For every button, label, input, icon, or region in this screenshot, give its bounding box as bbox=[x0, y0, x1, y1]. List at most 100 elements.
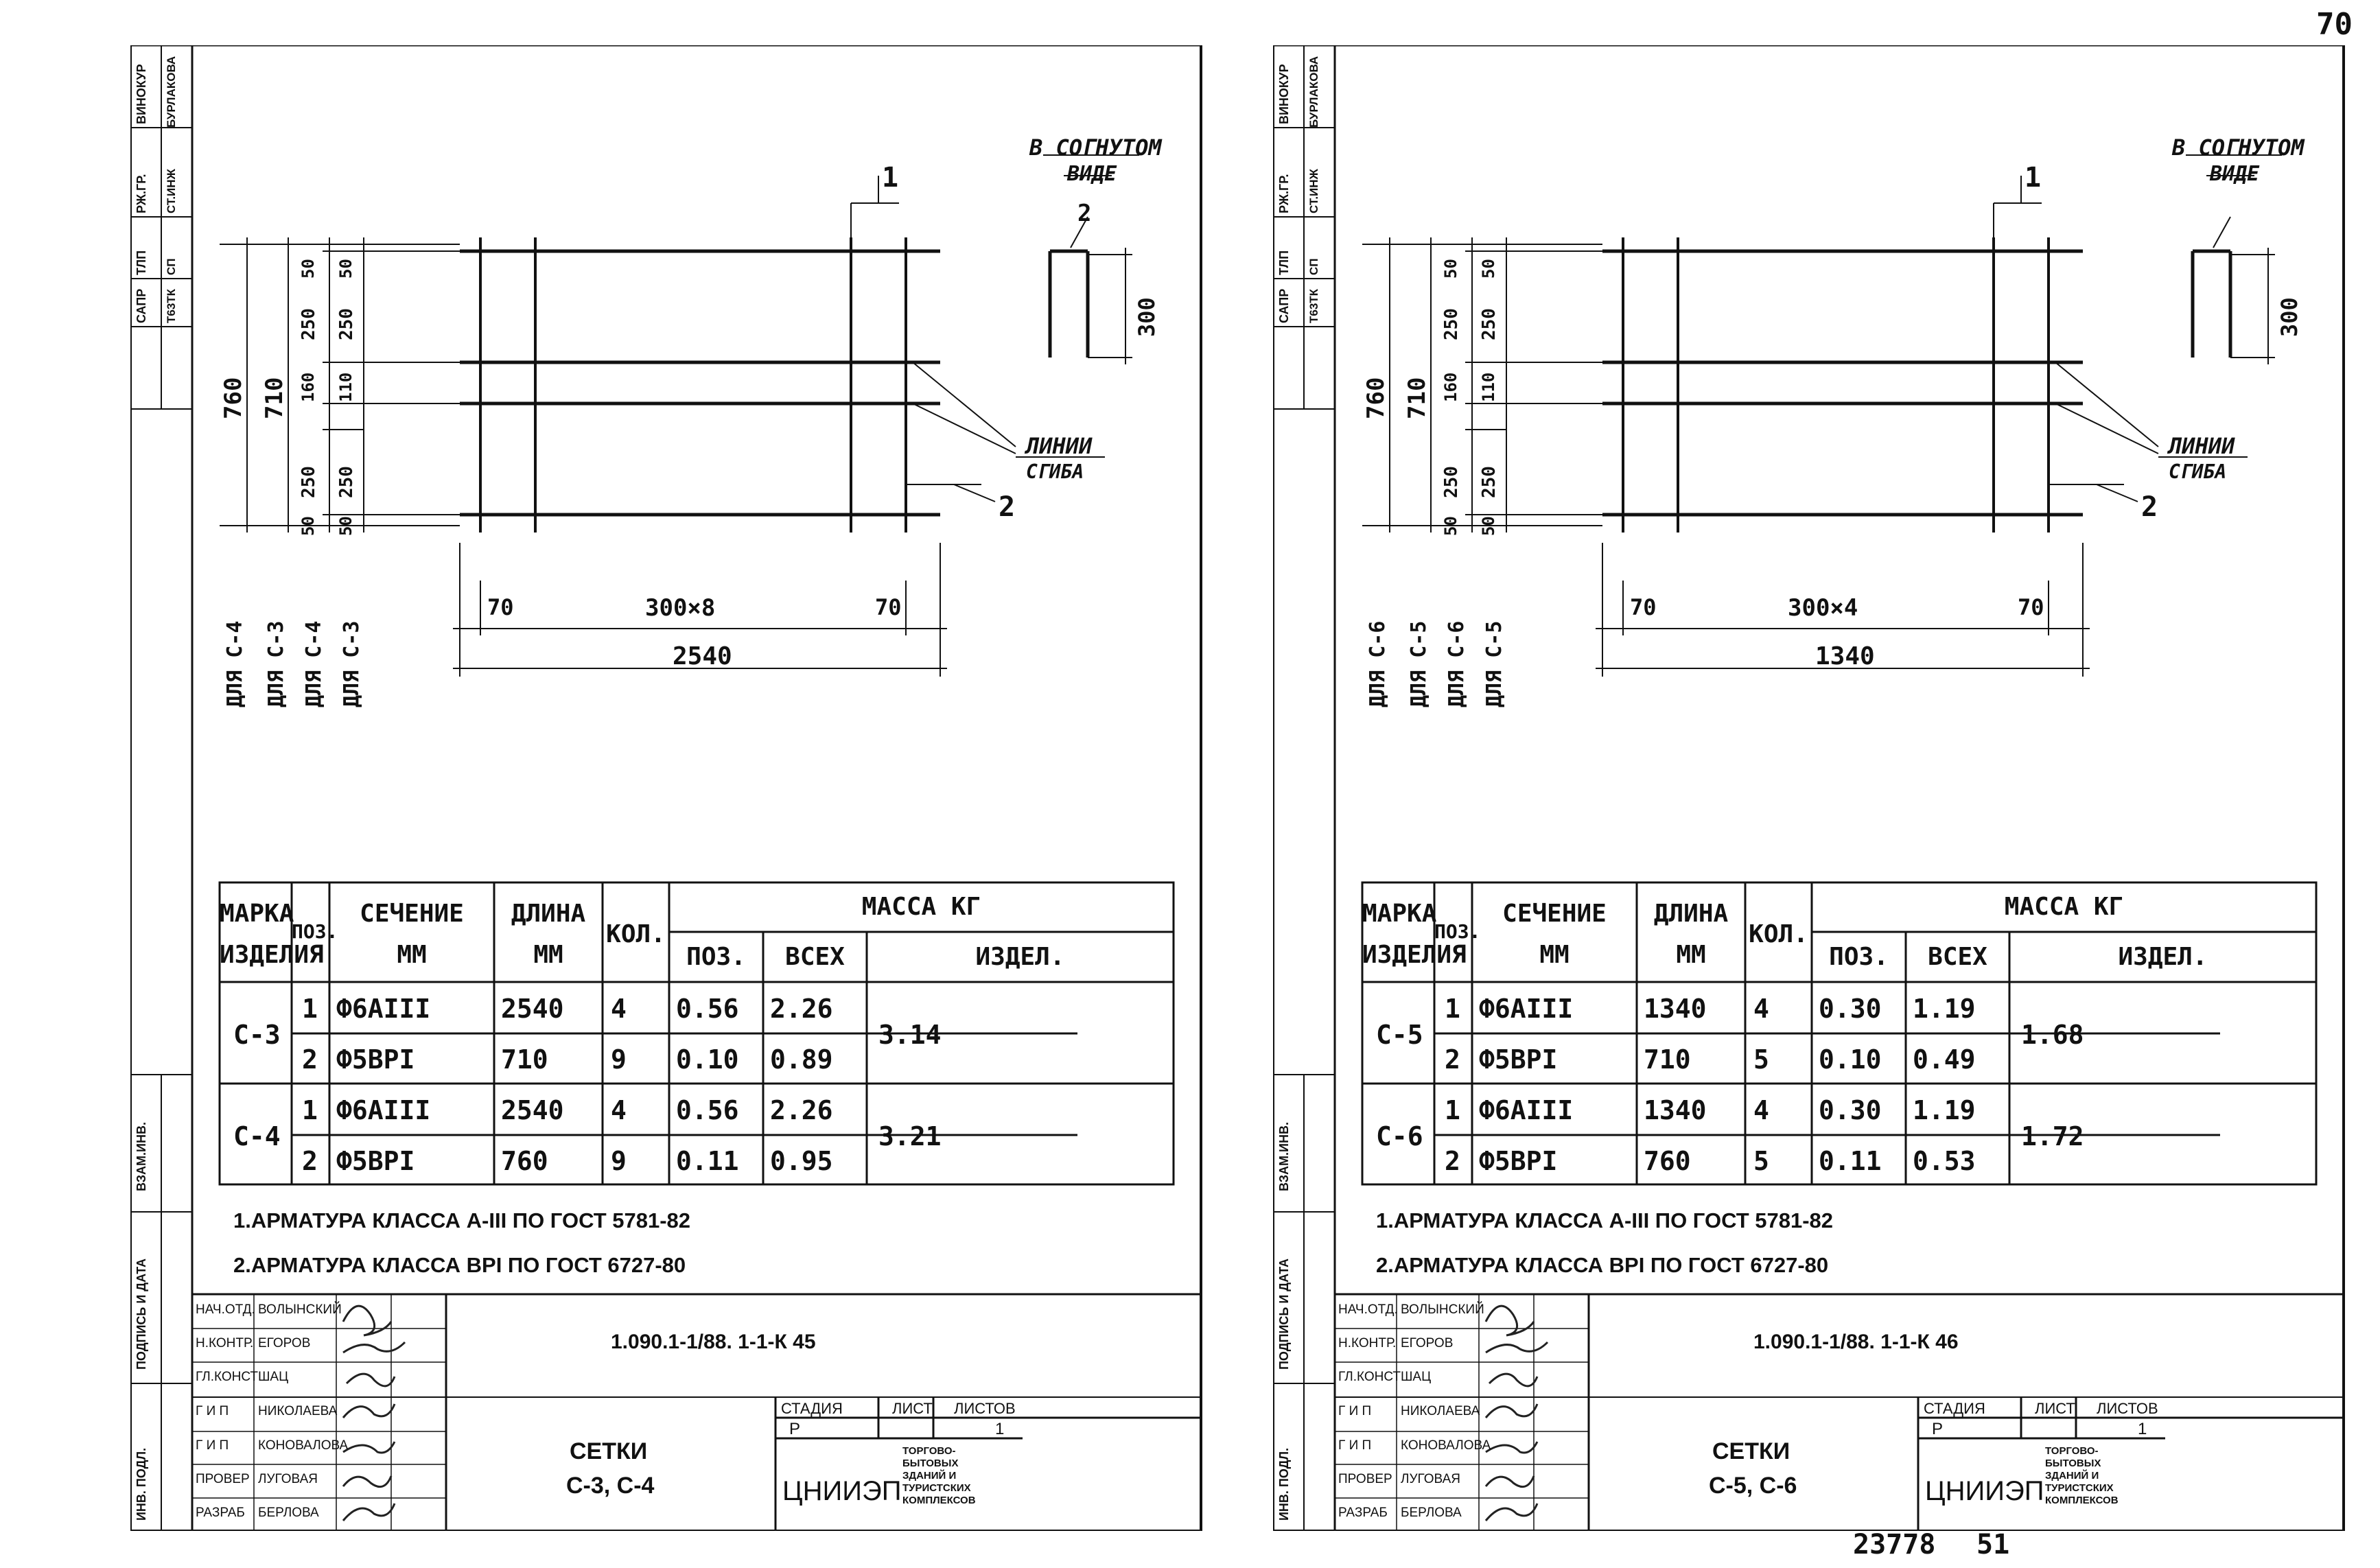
dim-b-0: 50 bbox=[1479, 259, 1498, 279]
tb-name: ШАЦ bbox=[1401, 1370, 1432, 1384]
cell-pos: 2 bbox=[1445, 1146, 1460, 1176]
cell-pos: 1 bbox=[302, 994, 318, 1024]
cell-mass-all: 0.89 bbox=[770, 1044, 833, 1075]
org-subtitle: ТОРГОВО- БЫТОВЫХ ЗДАНИЙ И ТУРИСТСКИХ КОМ… bbox=[902, 1445, 976, 1507]
cell-length: 760 bbox=[1644, 1146, 1691, 1176]
cell-mass-all: 2.26 bbox=[770, 994, 833, 1024]
dim-pitch: 300×8 bbox=[645, 594, 716, 622]
tb-name: НИКОЛАЕВА bbox=[1401, 1404, 1480, 1418]
th-mass-item: ИЗДЕЛ. bbox=[2118, 943, 2208, 971]
sheet-linework bbox=[130, 45, 1202, 1531]
tb-name: БЕРЛОВА bbox=[258, 1506, 319, 1520]
dim-height-710: 710 bbox=[1403, 377, 1431, 419]
th-section-2: ММ bbox=[1539, 941, 1570, 969]
cell-mass-pos: 0.10 bbox=[676, 1044, 739, 1075]
stamp-top-3: САПР bbox=[135, 288, 148, 323]
th-section-2: ММ bbox=[397, 941, 427, 969]
cell-section: Ф5ВРI bbox=[1479, 1044, 1558, 1075]
dim-height-710: 710 bbox=[261, 377, 288, 419]
note-1: 1.АРМАТУРА КЛАССА А-III ПО ГОСТ 5781-82 bbox=[233, 1208, 691, 1232]
tb-name: ЕГОРОВ bbox=[1401, 1336, 1454, 1350]
stamp-bottom-0: БУРЛАКОВА bbox=[1307, 56, 1320, 128]
org-subtitle-line: ЗДАНИЙ И bbox=[2045, 1470, 2099, 1482]
cell-mass-pos: 0.56 bbox=[676, 1095, 739, 1125]
pos-1-label: 1 bbox=[882, 162, 899, 194]
tb-name: ВОЛЫНСКИЙ bbox=[1401, 1302, 1484, 1317]
tb-sheet-header: ЛИСТ bbox=[892, 1400, 933, 1417]
tb-sheets-count: 1 bbox=[995, 1420, 1005, 1438]
for-label-1: ДЛЯ С-5 bbox=[1407, 620, 1431, 707]
cell-length: 710 bbox=[501, 1044, 548, 1075]
side-height-dim: 300 bbox=[2276, 297, 2302, 337]
sheet-subtitle: С-3, С-4 bbox=[566, 1473, 655, 1499]
pos-1-label: 1 bbox=[2025, 162, 2042, 194]
cell-mass-all: 0.53 bbox=[1913, 1146, 1976, 1176]
tb-name: ЛУГОВАЯ bbox=[1401, 1472, 1460, 1486]
cell-length: 2540 bbox=[501, 994, 564, 1024]
dim-a-0: 50 bbox=[299, 259, 318, 279]
th-length-1: ДЛИНА bbox=[1653, 900, 1729, 928]
th-pos: ПОЗ. bbox=[292, 920, 338, 943]
tb-role: Н.КОНТР. bbox=[1338, 1336, 1397, 1350]
dim-b-0: 50 bbox=[336, 259, 355, 279]
row-mark: С-3 bbox=[233, 1020, 281, 1050]
org-name: ЦНИИЭП bbox=[1925, 1476, 2044, 1506]
cell-length: 1340 bbox=[1644, 994, 1707, 1024]
cell-mass-all: 2.26 bbox=[770, 1095, 833, 1125]
tb-role: НАЧ.ОТД. bbox=[196, 1302, 255, 1317]
sheet-linework bbox=[1273, 45, 2345, 1531]
cell-section: Ф5ВРI bbox=[336, 1146, 415, 1176]
bent-view-label-2: ВИДЕ bbox=[1067, 162, 1117, 186]
cell-section: Ф5ВРI bbox=[336, 1044, 415, 1075]
stamp-top-3: САПР bbox=[1277, 288, 1291, 323]
side-label-replace: ВЗАМ.ИНВ. bbox=[1277, 1122, 1291, 1191]
cell-section: Ф5ВРI bbox=[1479, 1146, 1558, 1176]
pos-2-label: 2 bbox=[2141, 491, 2158, 523]
side-label-sign-date: ПОДПИСЬ И ДАТА bbox=[1277, 1258, 1291, 1370]
cell-qty: 4 bbox=[1753, 994, 1769, 1024]
cell-qty: 5 bbox=[1753, 1044, 1769, 1075]
bent-view-label-1: В СОГНУТОМ bbox=[2172, 134, 2305, 161]
th-mass-pos: ПОЗ. bbox=[1829, 943, 1889, 971]
drawing-sheet-1: ВИНОКУР РЖ.ГР. ТЛП САПР БУРЛАКОВА СТ.ИНЖ… bbox=[130, 45, 1215, 1531]
dim-b-4: 50 bbox=[1479, 516, 1498, 536]
stamp-bottom-1: СТ.ИНЖ bbox=[1307, 169, 1320, 213]
stamp-top-1: РЖ.ГР. bbox=[135, 174, 148, 213]
bent-view-label-2: ВИДЕ bbox=[2210, 162, 2260, 186]
cell-mass-all: 1.19 bbox=[1913, 994, 1976, 1024]
doc-code: 1.090.1-1/88. 1-1-К 45 bbox=[611, 1331, 816, 1353]
th-pos: ПОЗ. bbox=[1434, 920, 1481, 943]
dim-height-760: 760 bbox=[220, 377, 247, 419]
for-label-2: ДЛЯ С-6 bbox=[1445, 620, 1469, 707]
cell-length: 710 bbox=[1644, 1044, 1691, 1075]
cell-pos: 1 bbox=[1445, 1095, 1460, 1125]
org-subtitle-line: ТУРИСТСКИХ bbox=[902, 1482, 971, 1494]
cell-pos: 2 bbox=[302, 1044, 318, 1075]
cell-qty: 4 bbox=[611, 1095, 627, 1125]
tb-role: РАЗРАБ bbox=[1338, 1506, 1388, 1520]
stamp-top-0: ВИНОКУР bbox=[1277, 64, 1291, 124]
th-mass-all: ВСЕХ bbox=[1928, 943, 1987, 971]
dim-a-3: 250 bbox=[299, 466, 319, 498]
cell-mass-pos: 0.56 bbox=[676, 994, 739, 1024]
pos-2-side-label: 2 bbox=[1077, 200, 1092, 227]
th-mark-1: МАРКА bbox=[1362, 900, 1437, 928]
th-length-2: ММ bbox=[1676, 941, 1706, 969]
org-subtitle-line: БЫТОВЫХ bbox=[2045, 1458, 2101, 1469]
stamp-top-2: ТЛП bbox=[1277, 250, 1291, 275]
th-mark-1: МАРКА bbox=[220, 900, 294, 928]
tb-sheets-count: 1 bbox=[2138, 1420, 2147, 1438]
cell-mass-pos: 0.11 bbox=[676, 1146, 739, 1176]
tb-role: ПРОВЕР bbox=[1338, 1472, 1392, 1486]
cell-qty: 9 bbox=[611, 1146, 627, 1176]
tb-role: Г И П bbox=[1338, 1438, 1372, 1453]
th-mass-all: ВСЕХ bbox=[785, 943, 845, 971]
th-section-1: СЕЧЕНИЕ bbox=[360, 900, 464, 928]
dim-b-4: 50 bbox=[336, 516, 355, 536]
th-mass-pos: ПОЗ. bbox=[686, 943, 746, 971]
row-item-mass: 1.72 bbox=[2021, 1121, 2084, 1151]
dim-a-3: 250 bbox=[1441, 466, 1462, 498]
dim-a-1: 250 bbox=[299, 308, 319, 340]
sheet-title: СЕТКИ bbox=[1712, 1438, 1790, 1464]
th-qty: КОЛ. bbox=[1749, 920, 1808, 948]
